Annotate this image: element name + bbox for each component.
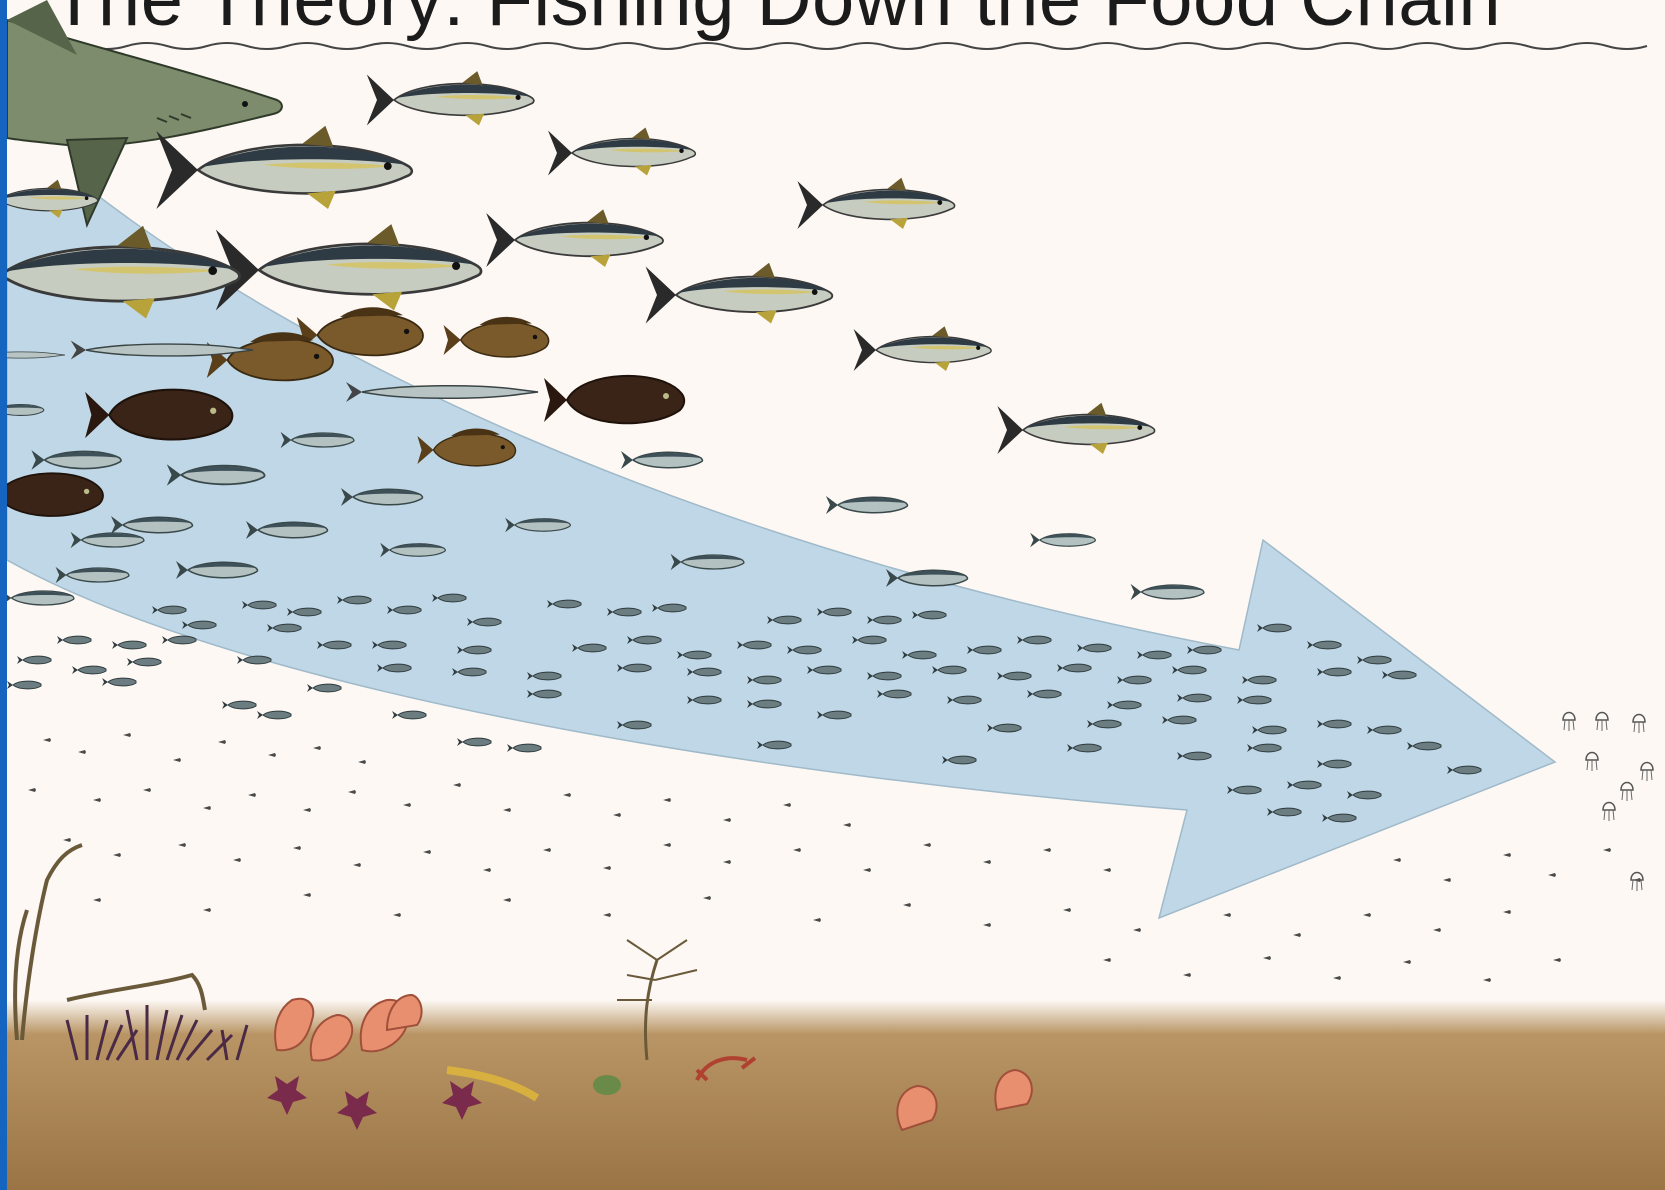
jellyfish-icon (1563, 713, 1653, 892)
illustration-panel: The Theory: Fishing Down the Food Chain (7, 0, 1665, 1190)
food-chain-illustration (7, 0, 1665, 1190)
seabed (7, 1000, 1665, 1190)
title-underline (47, 43, 1647, 49)
